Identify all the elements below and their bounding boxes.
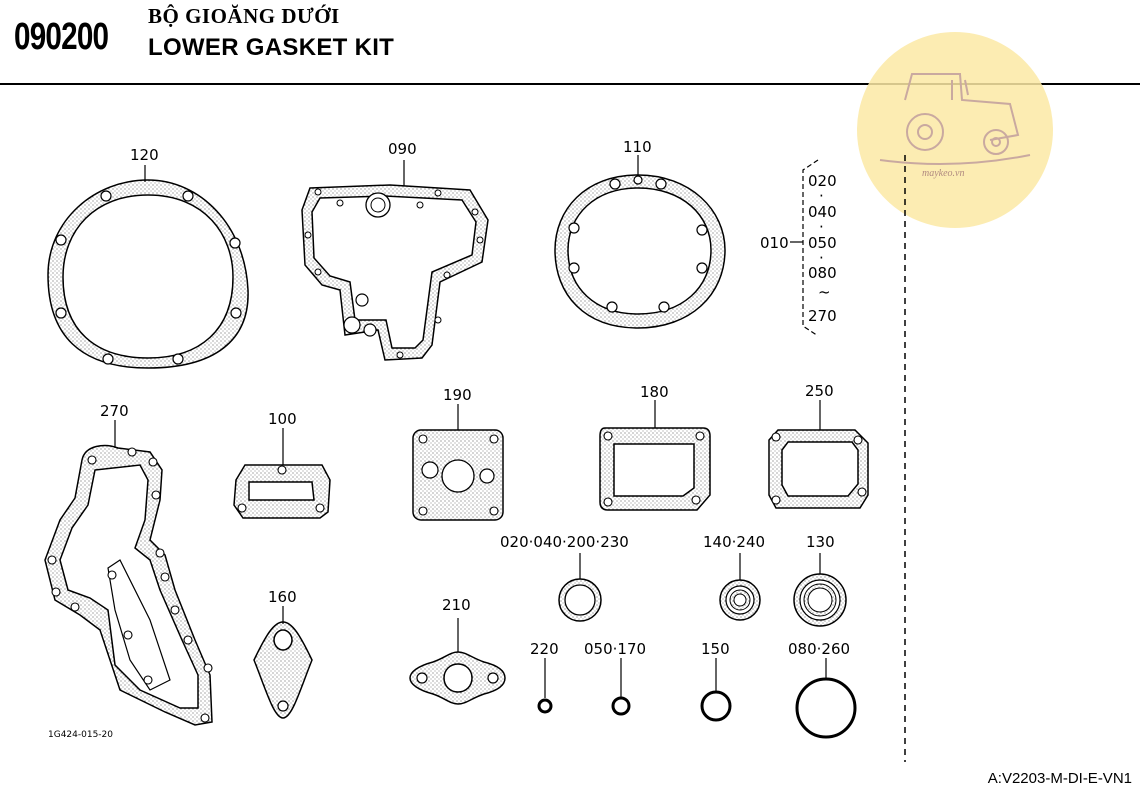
gasket-250: 250 <box>768 382 869 509</box>
label-110: 110 <box>623 138 652 156</box>
set-sep-2: · <box>819 218 824 236</box>
label-140-240: 140·240 <box>703 533 765 551</box>
seal-020-040-200-230: 020·040·200·230 <box>500 533 629 622</box>
tractor-icon <box>879 73 1031 165</box>
gasket-210: 210 <box>409 596 506 705</box>
label-020-040-200-230: 020·040·200·230 <box>500 533 629 551</box>
label-050-170: 050·170 <box>584 640 646 658</box>
set-sep-1: · <box>819 187 824 205</box>
label-090: 090 <box>388 140 417 158</box>
seal-130: 130 <box>793 533 847 627</box>
label-160: 160 <box>268 588 297 606</box>
label-270: 270 <box>100 402 129 420</box>
set-item-020: 020 <box>808 172 837 190</box>
label-150: 150 <box>701 640 730 658</box>
label-120: 120 <box>130 146 159 164</box>
set-item-270: 270 <box>808 307 837 325</box>
oring-150: 150 <box>700 640 732 722</box>
gasket-270: 270 <box>44 402 213 726</box>
watermark-text: maykeo.vn <box>922 168 964 179</box>
gasket-120: 120 <box>47 146 249 369</box>
set-sep-3: · <box>819 249 824 267</box>
label-180: 180 <box>640 383 669 401</box>
label-220: 220 <box>530 640 559 658</box>
header-rule <box>0 83 1140 85</box>
gasket-090: 090 <box>301 140 489 361</box>
oring-080-260: 080·260 <box>788 640 857 739</box>
label-250: 250 <box>805 382 834 400</box>
gasket-180: 180 <box>599 383 711 511</box>
section-code: 090200 <box>14 16 109 58</box>
label-080-260: 080·260 <box>788 640 850 658</box>
footer-code: A:V2203-M-DI-E-VN1 <box>987 770 1132 787</box>
set-group-label: 010 <box>760 234 789 252</box>
title-vietnamese: BỘ GIOĂNG DƯỚI <box>148 4 340 28</box>
watermark-logo: maykeo.vn <box>857 32 1053 228</box>
gasket-190: 190 <box>412 386 504 521</box>
oring-220: 220 <box>530 640 559 714</box>
gasket-110: 110 <box>554 138 726 329</box>
drawing-number: 1G424-015-20 <box>48 730 113 740</box>
gasket-160: 160 <box>253 588 313 719</box>
seal-140-240: 140·240 <box>703 533 765 621</box>
label-190: 190 <box>443 386 472 404</box>
set-group-010: 010 020 · 040 · 050 · 080 ~ 270 <box>760 159 837 337</box>
label-100: 100 <box>268 410 297 428</box>
label-130: 130 <box>806 533 835 551</box>
set-item-040: 040 <box>808 203 837 221</box>
set-item-080: 080 <box>808 264 837 282</box>
gasket-100: 100 <box>233 410 331 519</box>
oring-050-170: 050·170 <box>584 640 646 716</box>
set-item-050: 050 <box>808 234 837 252</box>
set-tilde: ~ <box>818 283 831 301</box>
label-210: 210 <box>442 596 471 614</box>
title-english: LOWER GASKET KIT <box>148 34 395 61</box>
